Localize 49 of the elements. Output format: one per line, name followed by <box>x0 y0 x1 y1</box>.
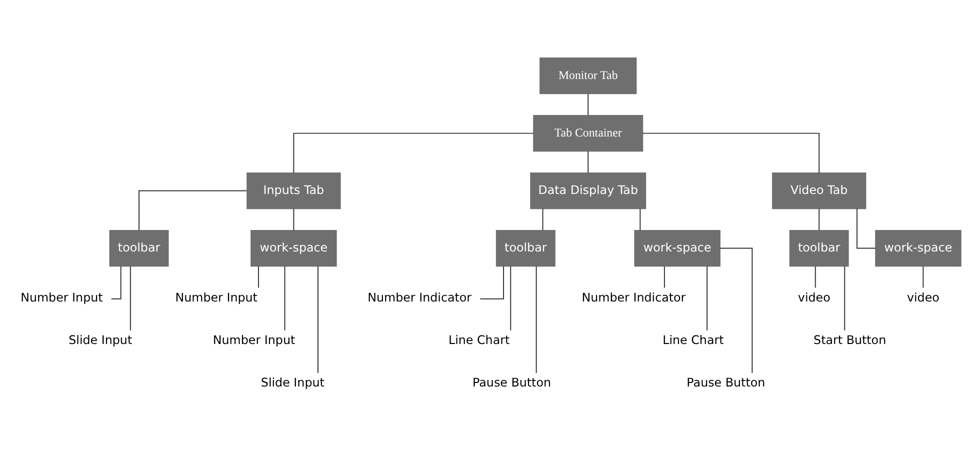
node-text: Slide Input <box>260 376 324 390</box>
node-text: Start Button <box>814 333 886 348</box>
connector <box>922 266 924 288</box>
node-box: work-space <box>250 230 337 267</box>
node-text: Line Chart <box>662 333 724 348</box>
node-text: Number Indicator <box>368 290 472 304</box>
connector <box>536 266 537 374</box>
node-text: Number Input <box>212 333 296 348</box>
node-text: Number Indicator <box>582 290 686 304</box>
connector <box>640 208 641 231</box>
node-box: toolbar <box>789 230 849 267</box>
connector <box>510 266 512 331</box>
connector <box>588 150 589 174</box>
node-text: video <box>906 290 940 304</box>
node-text: Pause Button <box>472 376 552 390</box>
node-box: Inputs Tab <box>246 172 341 210</box>
node-box: toolbar <box>109 230 169 267</box>
connector <box>814 266 816 288</box>
connector <box>642 132 820 174</box>
node-box: Tab Container <box>533 114 644 152</box>
node-box: Data Display Tab <box>530 172 646 210</box>
connector <box>818 208 820 231</box>
connector <box>706 266 708 331</box>
node-box: work-space <box>875 230 962 267</box>
node-text: Line Chart <box>448 333 510 348</box>
connector <box>664 266 665 288</box>
node-text: Pause Button <box>686 376 766 390</box>
connector <box>588 93 589 116</box>
node-box: Video Tab <box>772 172 866 210</box>
connector <box>138 190 248 231</box>
connector <box>110 266 122 300</box>
node-text: Number Input <box>175 290 258 304</box>
connector <box>258 266 259 288</box>
connector <box>542 208 544 231</box>
connector <box>856 208 876 249</box>
connector <box>284 266 286 331</box>
connector <box>317 266 318 374</box>
connector <box>844 266 846 331</box>
node-text: video <box>798 290 830 304</box>
connector <box>720 248 753 374</box>
connector <box>130 266 131 331</box>
node-text: Slide Input <box>68 333 132 348</box>
connector <box>293 132 534 174</box>
connector <box>480 266 504 300</box>
connector <box>293 208 294 231</box>
node-box: toolbar <box>496 230 556 267</box>
node-text: Number Input <box>20 290 103 304</box>
node-box: Monitor Tab <box>540 57 637 94</box>
node-box: work-space <box>634 230 720 267</box>
